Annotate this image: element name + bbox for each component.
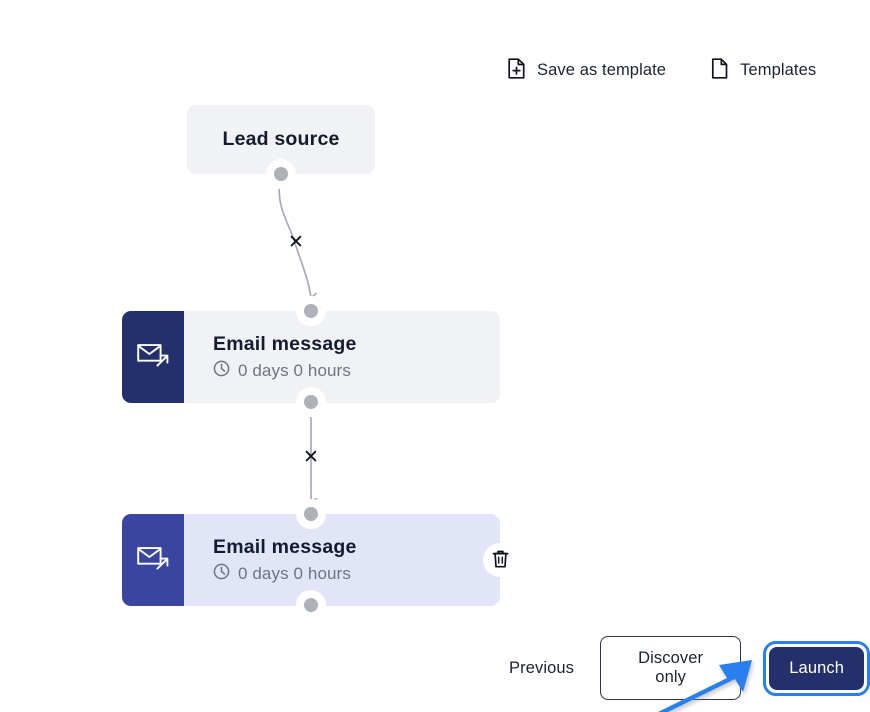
templates-button[interactable]: Templates — [708, 55, 818, 85]
discover-only-button[interactable]: Discover only — [600, 636, 742, 700]
email-node-icon-block-2 — [122, 514, 184, 606]
email-node-delay-1: 0 days 0 hours — [213, 360, 500, 382]
node-output-dot-email-1[interactable] — [296, 387, 326, 417]
email-node-body-1: Email message 0 days 0 hours — [184, 311, 500, 403]
trash-icon — [491, 549, 510, 572]
launch-button[interactable]: Launch — [769, 646, 864, 690]
node-input-dot-email-2[interactable] — [296, 499, 326, 529]
email-node-delay-text-2: 0 days 0 hours — [238, 564, 351, 584]
save-as-template-label: Save as template — [537, 60, 667, 79]
template-toolbar: Save as template Templates — [505, 55, 818, 85]
edge-remove-marker-2[interactable]: ✕ — [303, 446, 319, 468]
flow-node-email-message-2[interactable]: Email message 0 days 0 hours — [122, 514, 500, 606]
envelope-send-icon — [136, 341, 170, 374]
email-node-body-2: Email message 0 days 0 hours — [184, 514, 500, 606]
envelope-send-icon — [136, 544, 170, 577]
node-input-dot-email-1[interactable] — [296, 296, 326, 326]
document-icon — [710, 58, 729, 82]
node-output-dot-lead-source[interactable] — [266, 159, 296, 189]
templates-label: Templates — [740, 60, 817, 79]
wizard-action-bar: Previous Discover only Launch — [505, 636, 870, 700]
email-node-title-1: Email message — [213, 332, 357, 355]
email-node-icon-block-1 — [122, 311, 184, 403]
flow-node-email-message-1[interactable]: Email message 0 days 0 hours — [122, 311, 500, 403]
save-as-template-button[interactable]: Save as template — [505, 55, 668, 85]
email-node-delay-text-1: 0 days 0 hours — [238, 361, 351, 381]
document-plus-icon — [507, 58, 526, 82]
email-node-title-2: Email message — [213, 535, 357, 558]
edge-remove-marker-1[interactable]: ✕ — [288, 231, 304, 253]
node-output-dot-email-2[interactable] — [296, 590, 326, 620]
delete-node-button[interactable] — [483, 543, 517, 577]
previous-button[interactable]: Previous — [505, 653, 578, 684]
lead-source-title: Lead source — [222, 128, 340, 150]
clock-icon — [213, 563, 230, 585]
launch-button-focus-ring: Launch — [763, 640, 870, 696]
email-node-delay-2: 0 days 0 hours — [213, 563, 500, 585]
clock-icon — [213, 360, 230, 382]
